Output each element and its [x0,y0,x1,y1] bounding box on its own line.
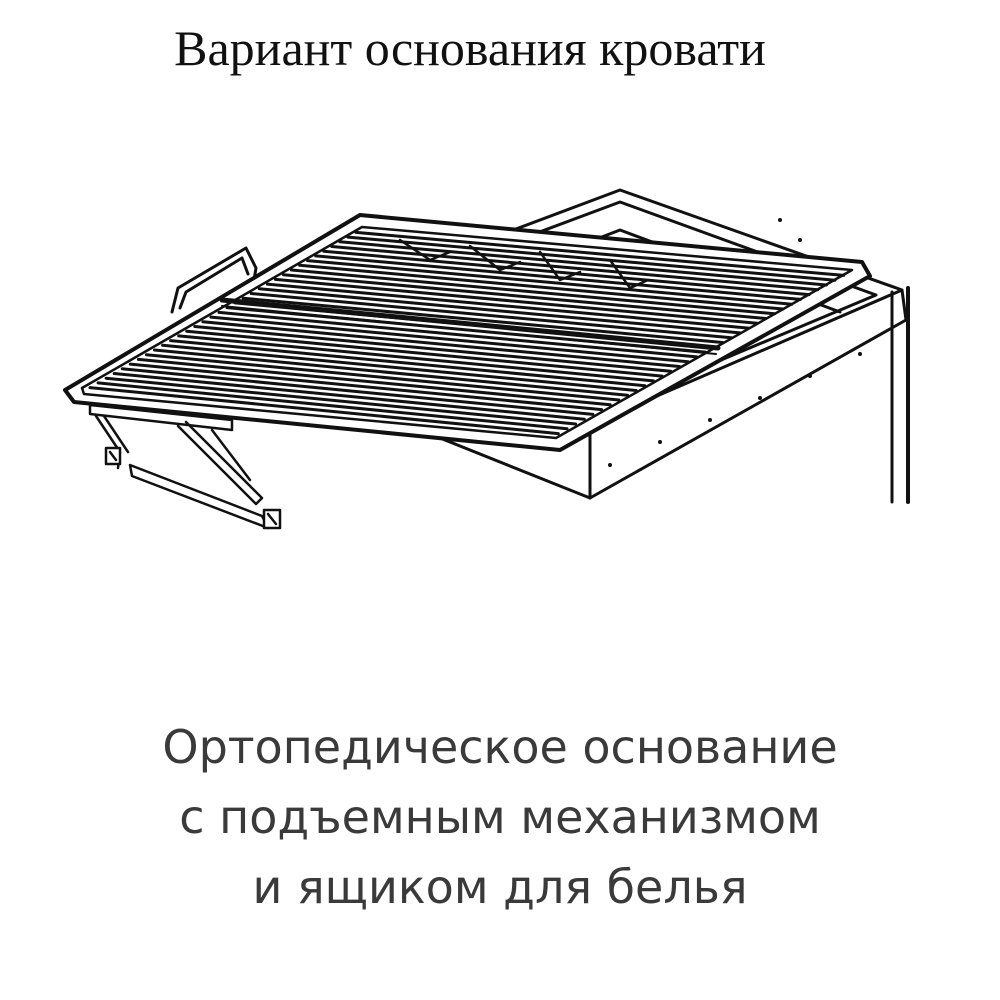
slat [136,357,612,407]
slat [346,235,837,282]
title: Вариант основания кровати [174,20,766,76]
slats [88,230,846,436]
slat [88,386,560,436]
slat [257,287,742,335]
slat [330,245,820,292]
lifting-mechanism [88,403,282,530]
slat [185,329,664,378]
slat [241,296,725,344]
slat [201,320,681,368]
slat [161,343,638,392]
slat [153,348,629,397]
slat [322,249,811,297]
slat [104,376,578,426]
slat [338,240,828,287]
slat [281,273,768,320]
bed-base-illustration [63,188,910,530]
caption-line-3: и ящиком для белья [252,860,748,914]
slat [273,277,759,325]
slat [354,230,846,277]
slat [169,339,647,388]
caption-line-2: с подъемным механизмом [179,790,821,844]
slat [217,310,699,359]
slat [112,372,586,421]
caption-line-1: Ортопедическое основание [162,720,838,774]
orthopedic-slat-frame [63,213,872,452]
slat [144,353,621,402]
slat [298,263,785,311]
slat [306,259,794,306]
slat [265,282,751,330]
slat [193,325,673,373]
caption: Ортопедическое основание с подъемным мех… [0,712,1000,922]
frame-outline [63,213,872,452]
slat [96,381,569,431]
slat [290,268,776,316]
slat [120,367,595,416]
slat [233,301,716,349]
slat [128,362,604,412]
slat [249,292,733,340]
slat [225,306,707,354]
slat [177,334,655,383]
slat [209,315,690,364]
